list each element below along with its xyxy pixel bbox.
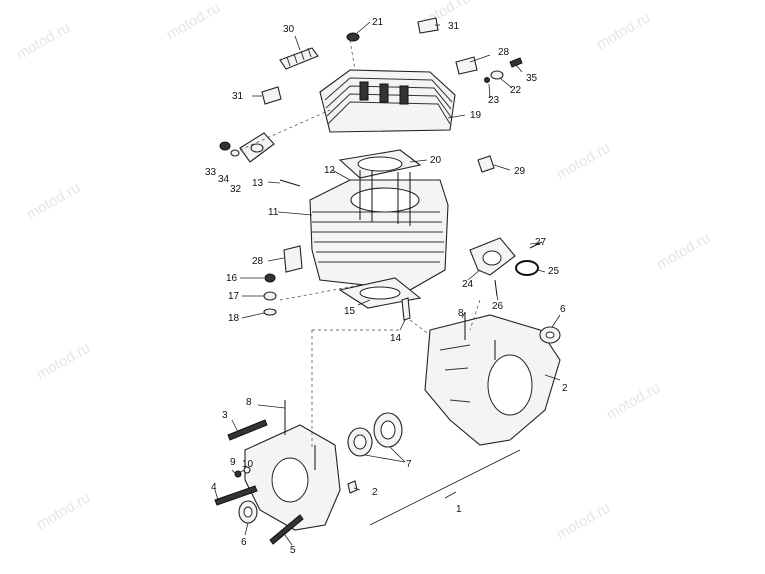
callout-1: 1 [456,504,462,515]
callout-3: 3 [222,410,228,421]
damper-block-31-left [261,86,282,105]
intake-manifold-24 [469,237,516,276]
callout-8-right: 8 [458,308,464,319]
callout-34: 34 [218,174,230,185]
washer-22 [490,70,504,80]
watermark-text: motod.ru [34,339,94,383]
stud-13 [279,179,301,187]
callout-10: 10 [242,459,254,470]
cap-29 [477,155,495,173]
alignment-lines [239,39,481,450]
callout-31-left: 31 [232,91,244,102]
callout-28-left: 28 [252,256,264,267]
crankcase-right [424,312,561,446]
callout-8-left: 8 [246,397,252,408]
bolt-3 [227,419,268,441]
watermark-text: motod.ru [14,19,74,63]
callout-labels: 30 21 31 31 28 35 22 23 19 20 29 33 34 3… [205,17,568,556]
watermark-text: motod.ru [594,9,654,53]
callout-5: 5 [290,545,296,556]
damper-block-28-top [455,56,478,75]
callout-4: 4 [211,482,217,493]
head-nut-21 [346,32,360,42]
callout-16: 16 [226,273,238,284]
dowel-2 [347,480,358,494]
callout-33: 33 [205,167,217,178]
watermark-text: motod.ru [554,499,614,543]
callout-20: 20 [430,155,442,166]
callout-32: 32 [230,184,242,195]
watermark-text: motod.ru [604,379,664,423]
callout-9: 9 [230,457,236,468]
callout-12: 12 [324,165,336,176]
hose-clamp-25 [515,260,539,276]
callout-7: 7 [406,459,412,470]
cylinder-head [319,69,456,133]
callout-2-left: 2 [372,487,378,498]
bolt-4 [214,485,258,506]
washer-18 [263,308,277,316]
watermark-text: motod.ru [24,179,84,223]
callout-22: 22 [510,85,522,96]
oil-seal-6-right [539,326,561,344]
callout-14: 14 [390,333,402,344]
callout-6-right: 6 [560,304,566,315]
spark-plug-cover-32 [239,132,275,163]
callout-19: 19 [470,110,482,121]
oil-seal-6-left [238,500,258,524]
watermark-text: motod.ru [654,229,714,273]
washer-34 [230,149,240,157]
callout-26: 26 [492,301,504,312]
nut-33 [219,141,231,151]
clamp-28 [283,245,303,273]
leader-lines [214,21,561,546]
washer-17 [263,291,277,301]
bolt-5 [269,514,304,545]
callout-17: 17 [228,291,240,302]
screw-26 [494,279,498,297]
cylinder-11 [309,170,449,291]
callout-15: 15 [344,306,356,317]
bolt-35 [509,57,523,68]
callout-23: 23 [488,95,500,106]
callout-28-top: 28 [498,47,510,58]
main-bearing-7b [347,427,373,457]
callout-6-left: 6 [241,537,247,548]
callout-13: 13 [252,178,264,189]
callout-30: 30 [283,24,295,35]
callout-29: 29 [514,166,526,177]
watermark-text: motod.ru [164,0,224,43]
callout-11: 11 [268,207,279,218]
callout-24: 24 [462,279,474,290]
main-bearing-7a [373,412,403,448]
base-gasket-15 [338,277,422,309]
callout-21: 21 [372,17,384,28]
callout-35: 35 [526,73,538,84]
head-gasket-20 [338,149,422,179]
plug-9 [234,470,242,478]
callout-31-top: 31 [448,21,460,32]
crankcase-left [244,424,341,531]
washer-23 [484,77,490,83]
damper-block-31-top [417,17,439,34]
damper-block-30 [279,47,319,70]
dowel-14 [401,297,411,321]
watermark-text: motod.ru [34,489,94,533]
callout-25: 25 [548,266,560,277]
callout-18: 18 [228,313,240,324]
nut-16 [264,273,276,283]
callout-2-right: 2 [562,383,568,394]
callout-27: 27 [535,237,547,248]
watermark-text: motod.ru [554,139,614,183]
